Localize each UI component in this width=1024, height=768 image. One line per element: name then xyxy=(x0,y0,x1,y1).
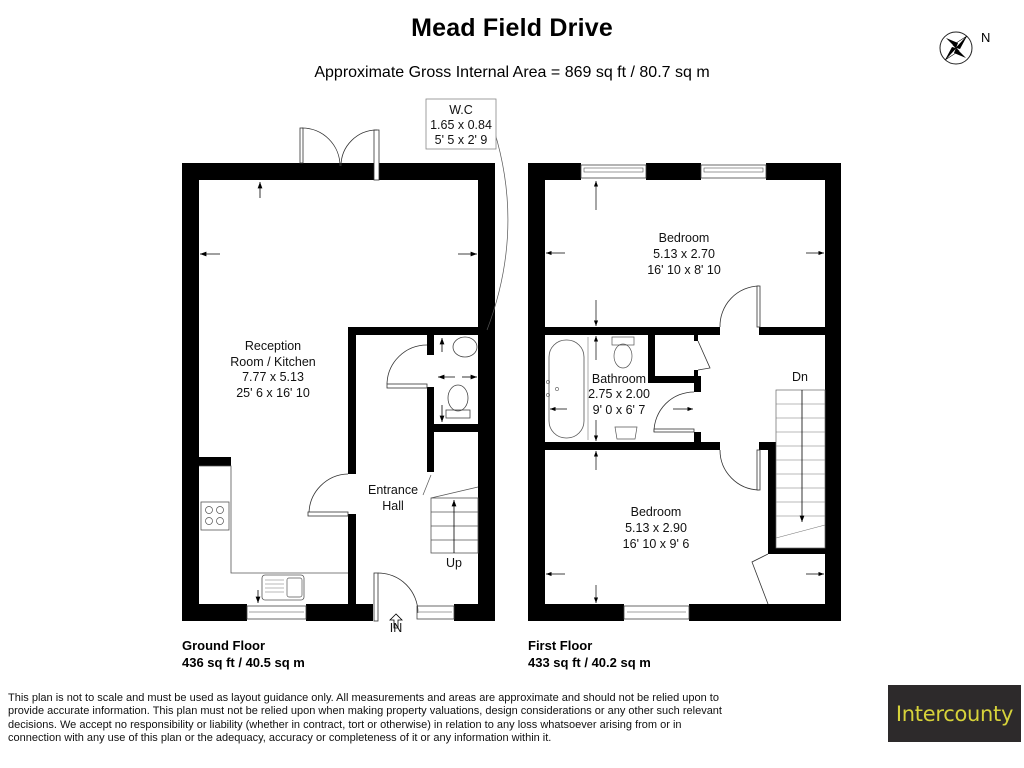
compass-rose-icon: N xyxy=(938,28,994,72)
wall xyxy=(182,163,374,180)
ground-floor-name: Ground Floor xyxy=(182,638,266,653)
stairs-up-label: Up xyxy=(446,556,462,570)
first-floor-plan: Dn Bedroom 5.13 x 2.70 16' 10 x 8' 10 Ba… xyxy=(528,163,841,621)
wc-metric: 1.65 x 0.84 xyxy=(430,118,492,132)
bathroom-metric: 2.75 x 2.00 xyxy=(588,387,650,401)
wc-imperial: 5' 5 x 2' 9 xyxy=(435,133,488,147)
floor-plans: W.C 1.65 x 0.84 5' 5 x 2' 9 Reception Ro… xyxy=(182,98,841,635)
reception-name-2: Room / Kitchen xyxy=(230,355,316,369)
wall xyxy=(182,163,199,621)
bedroom-2-imperial: 16' 10 x 9' 6 xyxy=(623,537,690,551)
reception-name-1: Reception xyxy=(245,339,301,353)
disclaimer: This plan is not to scale and must be us… xyxy=(8,692,768,745)
wc-name: W.C xyxy=(449,103,473,117)
bathroom-name: Bathroom xyxy=(592,372,646,386)
wc-callout xyxy=(425,98,497,150)
first-floor-name: First Floor xyxy=(528,638,593,653)
compass-north-label: N xyxy=(981,30,990,45)
brand-logo: Intercounty xyxy=(888,685,1021,742)
stairs-down-label: Dn xyxy=(792,370,808,384)
gross-internal-area: Approximate Gross Internal Area = 869 sq… xyxy=(314,64,710,81)
first-floor-label: First Floor 433 sq ft / 40.2 sq m xyxy=(528,637,651,671)
bedroom-1-name: Bedroom xyxy=(659,231,710,245)
disclaimer-line: connection with any use of this plan or … xyxy=(8,731,552,744)
wall xyxy=(306,604,373,621)
ground-floor-plan: W.C 1.65 x 0.84 5' 5 x 2' 9 Reception Ro… xyxy=(182,98,509,635)
wall xyxy=(478,163,495,621)
bedroom-1-imperial: 16' 10 x 8' 10 xyxy=(647,263,721,277)
wall xyxy=(454,604,495,621)
disclaimer-line: This plan is not to scale and must be us… xyxy=(8,692,719,704)
bedroom-2-name: Bedroom xyxy=(631,505,682,519)
disclaimer-line: decisions. We accept no responsibility o… xyxy=(8,718,682,731)
entrance-hall-name-2: Hall xyxy=(382,499,404,513)
wall xyxy=(379,163,495,180)
wall xyxy=(182,604,247,621)
ground-floor-label: Ground Floor 436 sq ft / 40.5 sq m xyxy=(182,637,305,671)
bathroom-imperial: 9' 0 x 6' 7 xyxy=(593,403,646,417)
brand-name: Intercounty xyxy=(895,701,1014,726)
bedroom-2-metric: 5.13 x 2.90 xyxy=(625,521,687,535)
first-floor-area: 433 sq ft / 40.2 sq m xyxy=(528,655,651,670)
entry-label: IN xyxy=(390,621,403,635)
ground-floor-area: 436 sq ft / 40.5 sq m xyxy=(182,655,305,670)
page-title: Mead Field Drive xyxy=(411,14,613,42)
reception-imperial: 25' 6 x 16' 10 xyxy=(236,386,310,400)
entrance-hall-name-1: Entrance xyxy=(368,483,418,497)
disclaimer-line: provide accurate information. This plan … xyxy=(8,705,722,718)
bedroom-1-metric: 5.13 x 2.70 xyxy=(653,247,715,261)
reception-metric: 7.77 x 5.13 xyxy=(242,370,304,384)
entrance-arrow-icon xyxy=(389,613,403,629)
